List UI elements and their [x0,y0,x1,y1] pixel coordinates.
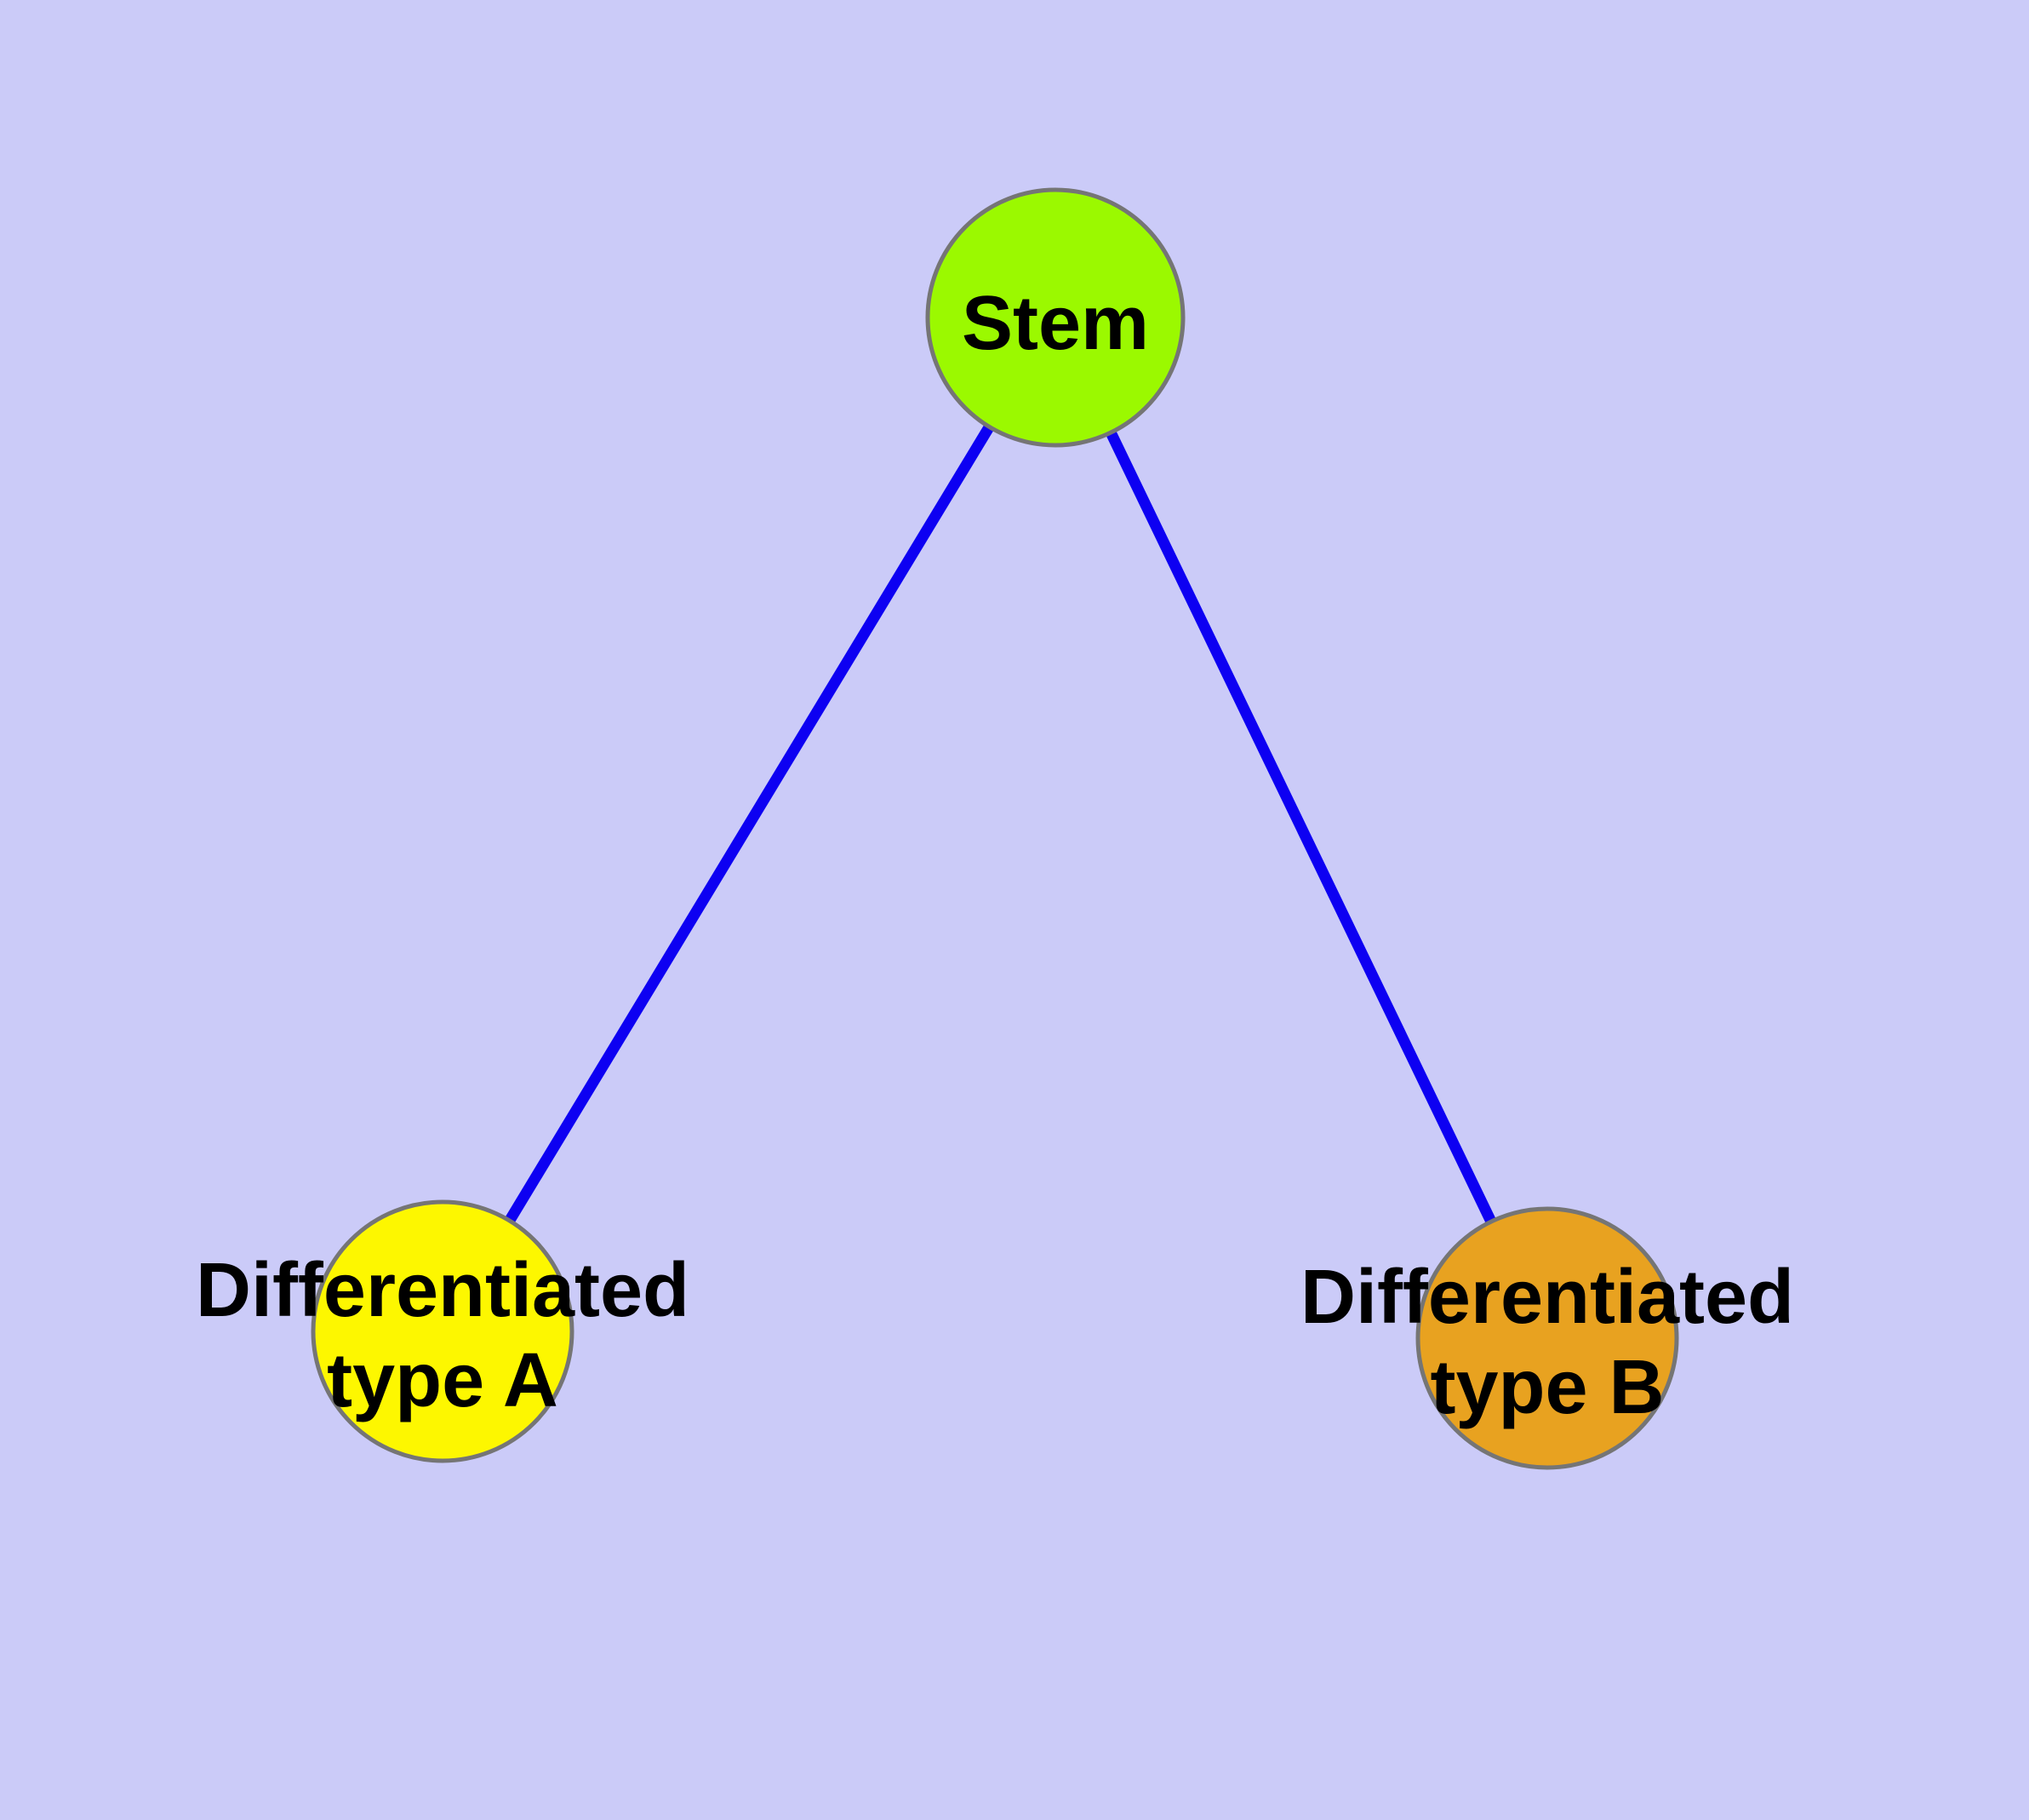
node-stem[interactable]: Stem [925,187,1186,448]
type-b-node-label-line1: Differentiated [1300,1255,1794,1340]
type-a-node-circle[interactable] [311,1199,574,1463]
node-differentiated-type-a[interactable]: Differentiated type A [196,1199,689,1463]
type-b-node-circle[interactable] [1415,1206,1679,1470]
edge-stem-to-type-b [1050,315,1552,1341]
edge-stem-to-type-a [437,314,1060,1335]
type-b-node-label-line2: type B [1430,1345,1664,1430]
type-a-node-label-line2: type A [327,1338,558,1423]
node-differentiated-type-b[interactable]: Differentiated type B [1300,1206,1794,1470]
stem-node-label: Stem [962,281,1149,366]
stem-node-circle[interactable] [925,187,1186,448]
type-a-node-label-line1: Differentiated [196,1248,689,1333]
